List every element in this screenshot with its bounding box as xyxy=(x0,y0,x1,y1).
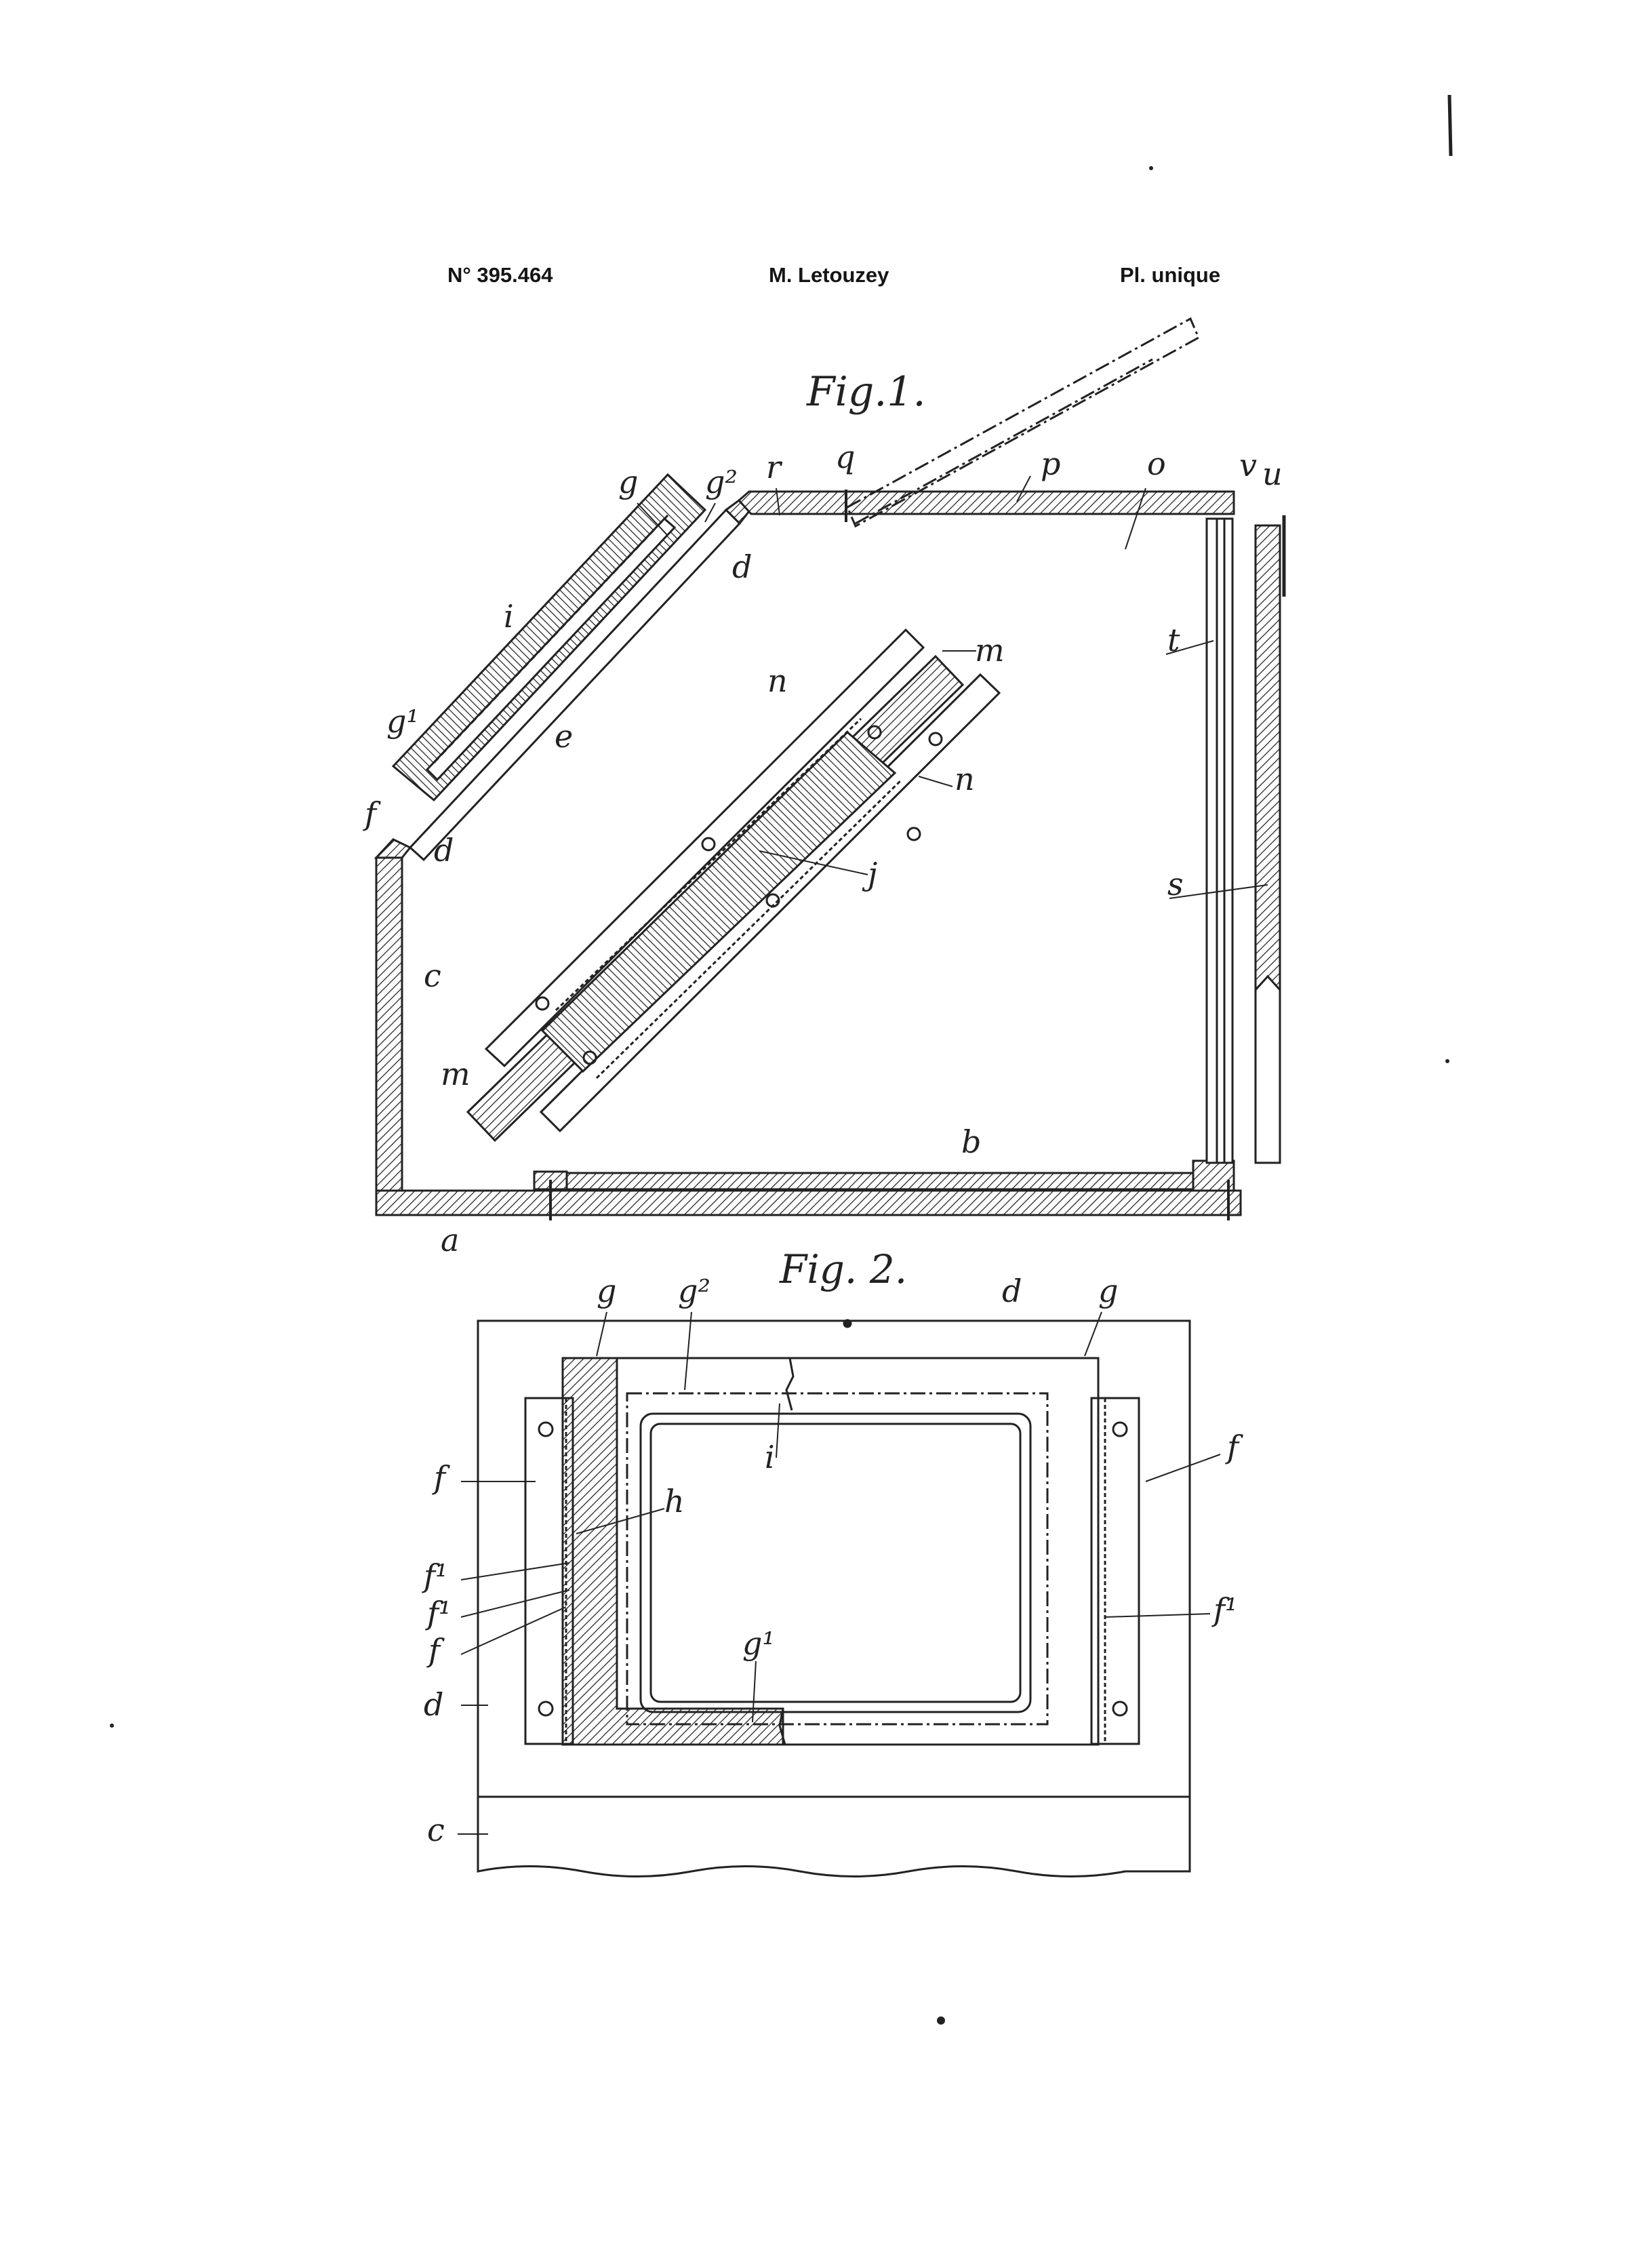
fig1-label-a: a xyxy=(441,1222,459,1258)
fig1-label-b: b xyxy=(961,1123,981,1160)
right-wall-t xyxy=(1205,517,1234,1164)
fig1-label-m-top: m xyxy=(975,632,1005,669)
fig2-title: Fig. 2. xyxy=(779,1246,907,1292)
frame-g-outline xyxy=(561,1357,1100,1746)
fig1-label-c: c xyxy=(424,957,441,994)
fig1-label-g2: g² xyxy=(705,464,738,500)
bottom-board-a xyxy=(375,1189,1242,1216)
fig2-label-d-top: d xyxy=(1002,1273,1022,1309)
fig2-label-f1-b: f¹ xyxy=(425,1595,451,1631)
fig1-label-d-top: d xyxy=(732,549,752,585)
inventor-name: M. Letouzey xyxy=(769,263,889,287)
fig1-label-e: e xyxy=(555,718,573,755)
frame-g xyxy=(391,473,707,802)
floor-b xyxy=(565,1172,1195,1191)
fig1-label-f: f xyxy=(363,795,381,832)
board-d xyxy=(477,1319,1191,1798)
inclined-board-e xyxy=(408,508,742,862)
fig2-label-g-right: g xyxy=(1098,1273,1118,1309)
fig1-label-o: o xyxy=(1147,445,1166,482)
fig2-label-f-left: f xyxy=(432,1459,450,1496)
fig1-label-n-top: n xyxy=(767,662,788,699)
fig2-label-d-left: d xyxy=(424,1686,443,1723)
fig2-label-f-lower: f xyxy=(426,1632,445,1669)
door-hinge xyxy=(1254,524,1281,993)
fig1-title: Fig.1. xyxy=(806,368,926,416)
patent-number: N° 395.464 xyxy=(447,263,553,287)
fig1-label-n-right: n xyxy=(955,761,975,797)
frame-g-hatched xyxy=(561,1357,784,1746)
break-top xyxy=(785,1357,795,1411)
part-j xyxy=(540,730,897,1073)
fig2-leader-lines xyxy=(458,1311,1221,1835)
fig1-label-g1: g¹ xyxy=(386,703,419,740)
fig2-label-g2: g² xyxy=(678,1273,710,1309)
glass-outline xyxy=(626,1392,1049,1726)
screw-block-right xyxy=(1192,1159,1235,1192)
glass-window-i xyxy=(639,1412,1032,1713)
fig1-label-t: t xyxy=(1167,622,1180,658)
fig1-label-v: v xyxy=(1239,447,1257,483)
board-c xyxy=(477,1797,1191,1877)
corner-left xyxy=(374,838,412,859)
fig2-label-f-right: f xyxy=(1225,1429,1243,1465)
fig1-label-u: u xyxy=(1262,456,1283,492)
fig2-label-g-left: g xyxy=(597,1273,616,1309)
fig2-label-i: i xyxy=(765,1439,775,1475)
plate-label: Pl. unique xyxy=(1120,263,1221,287)
fig1-label-p: p xyxy=(1041,445,1060,482)
fig2-label-g1: g¹ xyxy=(742,1625,775,1662)
fig1-label-s: s xyxy=(1167,866,1184,902)
fig1-leader-lines xyxy=(637,475,1268,899)
lid-open-position xyxy=(846,317,1200,528)
fig2-label-c: c xyxy=(427,1812,445,1848)
rail-f-right xyxy=(1090,1397,1140,1745)
left-wall-c xyxy=(375,856,403,1192)
fig2-label-h: h xyxy=(664,1483,685,1519)
top-board-p xyxy=(737,490,1235,515)
fig1-label-d-left: d xyxy=(434,832,454,869)
fig2-drawing xyxy=(477,1319,1191,1877)
fig1-label-m-bottom: m xyxy=(441,1056,470,1092)
fig2-label-f1-a: f¹ xyxy=(422,1557,447,1594)
fig1-label-i: i xyxy=(504,598,514,635)
fig1-label-q: q xyxy=(835,439,855,475)
fig1-label-r: r xyxy=(766,449,783,485)
fig1-label-g: g xyxy=(618,464,638,500)
edge-mark xyxy=(1447,94,1453,157)
fig1-drawing xyxy=(374,317,1286,1220)
fig2-label-f1-right: f¹ xyxy=(1211,1591,1237,1628)
break-bottom xyxy=(778,1708,786,1745)
glass-i xyxy=(425,517,677,782)
